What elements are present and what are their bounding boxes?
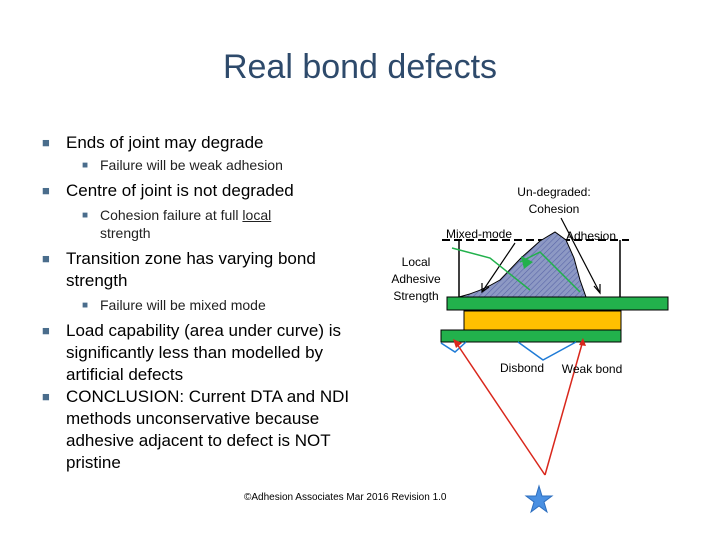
arrow-mixed-mode	[481, 242, 516, 293]
bullet-mark-icon: ■	[42, 135, 50, 150]
bullet-text: Ends of joint may degrade	[66, 133, 264, 152]
bullet-mark-icon: ■	[42, 323, 50, 338]
strength-curve-area	[458, 231, 587, 298]
arrow-to-disbond	[456, 343, 546, 476]
arrow-cohesion	[560, 217, 601, 294]
local-strength-pointer	[519, 251, 581, 293]
weak-bond-marker	[517, 341, 577, 361]
sub-bullet-text-a: Cohesion failure at full	[100, 207, 243, 223]
label-weak-bond: Weak bond	[561, 362, 623, 376]
footer-copyright: ©Adhesion Associates Mar 2016 Revision 1…	[244, 492, 447, 503]
star-icon	[524, 484, 554, 514]
bullet-mark-icon: ■	[42, 389, 50, 404]
label-line: Adhesive	[391, 272, 441, 286]
label-line: Cohesion	[528, 202, 580, 216]
sub-bullet-mark-icon: ■	[82, 160, 89, 171]
label-adhesion: Adhesion	[565, 229, 617, 243]
sub-bullet-mark-icon: ■	[82, 210, 89, 221]
sub-bullet-text-underlined: local	[242, 207, 272, 223]
top-adherend	[446, 296, 669, 311]
label-disbond: Disbond	[499, 361, 545, 375]
bullet-mark-icon: ■	[42, 183, 50, 198]
bottom-adherend	[440, 329, 622, 343]
bullet-mark-icon: ■	[42, 251, 50, 266]
local-strength-pointer	[451, 247, 531, 291]
label-mixed-mode: Mixed-mode	[445, 227, 513, 241]
adhesive-layer	[463, 310, 622, 331]
sub-bullet-text: Failure will be mixed mode	[100, 297, 266, 313]
bullet-text: Transition zone has varying bond strengt…	[66, 249, 316, 290]
bullet-text: CONCLUSION: Current DTA and NDI methods …	[66, 387, 350, 472]
sub-bullet-mixed-mode: ■ Failure will be mixed mode	[82, 296, 266, 314]
arrow-to-weak-bond	[544, 343, 583, 476]
label-local-adhesive-strength: Local Adhesive Strength	[380, 254, 452, 305]
arrowhead-icon	[453, 339, 462, 348]
sub-bullet-cohesion-failure: ■ Cohesion failure at full local strengt…	[82, 206, 320, 242]
sub-bullet-text-c: strength	[100, 225, 151, 241]
arrowhead-icon	[593, 284, 601, 295]
label-line: Strength	[393, 289, 439, 303]
bullet-text: Load capability (area under curve) is si…	[66, 321, 341, 384]
bullet-transition-zone: ■ Transition zone has varying bond stren…	[42, 248, 356, 292]
bullet-conclusion: ■ CONCLUSION: Current DTA and NDI method…	[42, 386, 356, 474]
sub-bullet-weak-adhesion: ■ Failure will be weak adhesion	[82, 156, 283, 174]
bullet-load-capability: ■ Load capability (area under curve) is …	[42, 320, 356, 386]
bullet-text: Centre of joint is not degraded	[66, 181, 294, 200]
page-title: Real bond defects	[222, 48, 498, 86]
bullet-ends-degrade: ■ Ends of joint may degrade	[42, 132, 264, 154]
sub-bullet-text: Failure will be weak adhesion	[100, 157, 283, 173]
label-undegraded-cohesion: Un-degraded: Cohesion	[512, 184, 596, 218]
arrowhead-icon	[481, 283, 490, 294]
arrowhead-icon	[521, 256, 533, 269]
arrowhead-icon	[579, 338, 586, 346]
label-line: Local	[401, 255, 431, 269]
disbond-marker	[440, 341, 467, 353]
label-line: Un-degraded:	[517, 185, 591, 199]
sub-bullet-mark-icon: ■	[82, 300, 89, 311]
bullet-centre-not-degraded: ■ Centre of joint is not degraded	[42, 180, 294, 202]
